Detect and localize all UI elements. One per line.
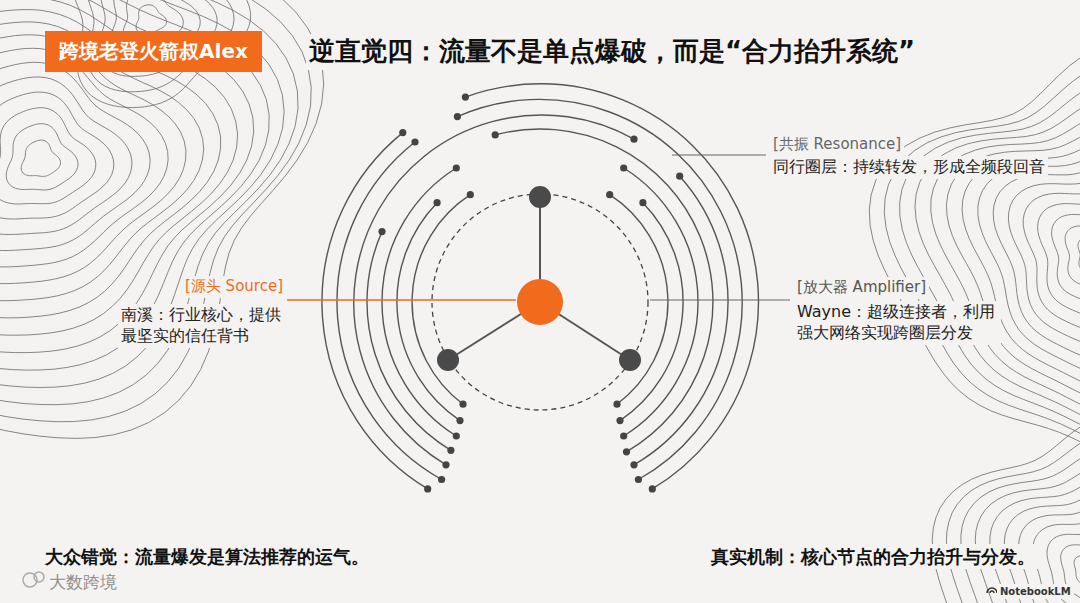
ring-dot bbox=[434, 199, 441, 206]
dashed-core-ring bbox=[432, 194, 648, 410]
ring-dot bbox=[620, 432, 627, 439]
ring-dot bbox=[635, 476, 642, 483]
ring-dot bbox=[453, 164, 460, 171]
contour-line bbox=[0, 92, 114, 219]
notebooklm-logo bbox=[987, 588, 997, 593]
contour-line bbox=[0, 0, 324, 438]
ring-dot bbox=[378, 228, 385, 235]
callout-heading: [源头 Source] bbox=[182, 276, 286, 298]
hub-dot bbox=[529, 186, 551, 208]
contour-line bbox=[1052, 214, 1080, 302]
contour-line bbox=[0, 0, 254, 353]
slide-title: 逆直觉四：流量不是单点爆破，而是“合力抬升系统” bbox=[306, 34, 918, 70]
contour-line bbox=[869, 40, 1080, 472]
ring-dot bbox=[630, 461, 637, 468]
ring-dot bbox=[411, 138, 418, 145]
tag-text: 跨境老登火箭叔Alex bbox=[59, 38, 248, 65]
ring-arc bbox=[495, 129, 713, 452]
ring-dot bbox=[620, 164, 627, 171]
contour-line bbox=[0, 108, 96, 204]
contour-line bbox=[1038, 202, 1080, 317]
contour-line bbox=[21, 140, 60, 176]
ring-dot bbox=[613, 401, 620, 408]
source-dot bbox=[517, 279, 563, 325]
bottom-note: 真实机制：核心节点的合力抬升与分发。 bbox=[708, 544, 1038, 569]
ring-dot bbox=[676, 173, 683, 180]
ring-dot bbox=[639, 199, 646, 206]
leader-line bbox=[287, 299, 516, 301]
callout-body: 南溪：行业核心，提供 最坚实的信任背书 bbox=[118, 304, 286, 348]
leader-line bbox=[650, 300, 790, 301]
ring-arc bbox=[620, 203, 683, 421]
hub-dot bbox=[619, 349, 641, 371]
callout-body: 同行圈层：持续转发，形成全频段回音 bbox=[770, 156, 1048, 179]
contour-line bbox=[1008, 178, 1080, 347]
contour-line bbox=[900, 74, 1080, 447]
ring-dot bbox=[459, 401, 466, 408]
ring-dot bbox=[616, 417, 623, 424]
contour-line bbox=[136, 5, 166, 33]
contour-line bbox=[6, 124, 78, 190]
ring-dot bbox=[467, 191, 474, 198]
ring-arc bbox=[457, 99, 742, 479]
ring-arc bbox=[465, 84, 758, 489]
callout-body: Wayne：超级连接者，利用 强大网络实现跨圈层分发 bbox=[794, 301, 1001, 345]
ring-dot bbox=[630, 136, 637, 143]
contour-line bbox=[1065, 226, 1080, 288]
contour-line bbox=[915, 91, 1080, 434]
hub-dot bbox=[437, 349, 459, 371]
contour-line bbox=[0, 48, 168, 267]
contour-line bbox=[1023, 190, 1080, 332]
ring-arc bbox=[624, 168, 698, 436]
watermark-logo bbox=[23, 572, 44, 587]
contour-line bbox=[0, 62, 150, 250]
contour-line bbox=[1074, 555, 1080, 588]
ring-arc bbox=[610, 195, 668, 405]
ring-dot bbox=[606, 191, 613, 198]
callout-heading: [放大器 Amplifier] bbox=[794, 277, 929, 299]
ring-dot bbox=[456, 417, 463, 424]
watermark: 大数跨境 bbox=[46, 570, 120, 594]
ring-dot bbox=[424, 485, 431, 492]
contour-line bbox=[884, 57, 1080, 460]
ring-dot bbox=[453, 432, 460, 439]
ring-arc bbox=[634, 176, 728, 465]
contour-line bbox=[0, 77, 132, 235]
contour-line bbox=[990, 475, 1080, 603]
callout-heading: [共振 Resonance] bbox=[770, 134, 904, 156]
ring-dot bbox=[454, 113, 461, 120]
contour-line bbox=[961, 445, 1080, 603]
contour-line bbox=[993, 165, 1080, 362]
ring-dot bbox=[447, 447, 454, 454]
ring-dot bbox=[623, 448, 630, 455]
ring-dot bbox=[399, 129, 406, 136]
ring-dot bbox=[438, 476, 445, 483]
ring-arc bbox=[367, 232, 451, 451]
contour-line bbox=[1078, 238, 1080, 274]
ring-dot bbox=[649, 485, 656, 492]
ring-dot bbox=[442, 461, 449, 468]
brand-mark: NotebookLM bbox=[997, 584, 1074, 599]
contour-line bbox=[946, 429, 1080, 603]
ring-dot bbox=[462, 94, 469, 101]
contour-line bbox=[931, 107, 1080, 420]
leader-line bbox=[672, 155, 766, 156]
contour-line bbox=[932, 413, 1080, 603]
bottom-note: 大众错觉：流量爆发是算法推荐的运气。 bbox=[42, 544, 372, 569]
ring-arc bbox=[382, 168, 456, 436]
ring-arc bbox=[354, 115, 634, 465]
author-tag: 跨境老登火箭叔Alex bbox=[45, 31, 262, 72]
ring-dot bbox=[492, 131, 499, 138]
contour-line bbox=[0, 0, 311, 422]
ring-arc bbox=[397, 203, 460, 421]
